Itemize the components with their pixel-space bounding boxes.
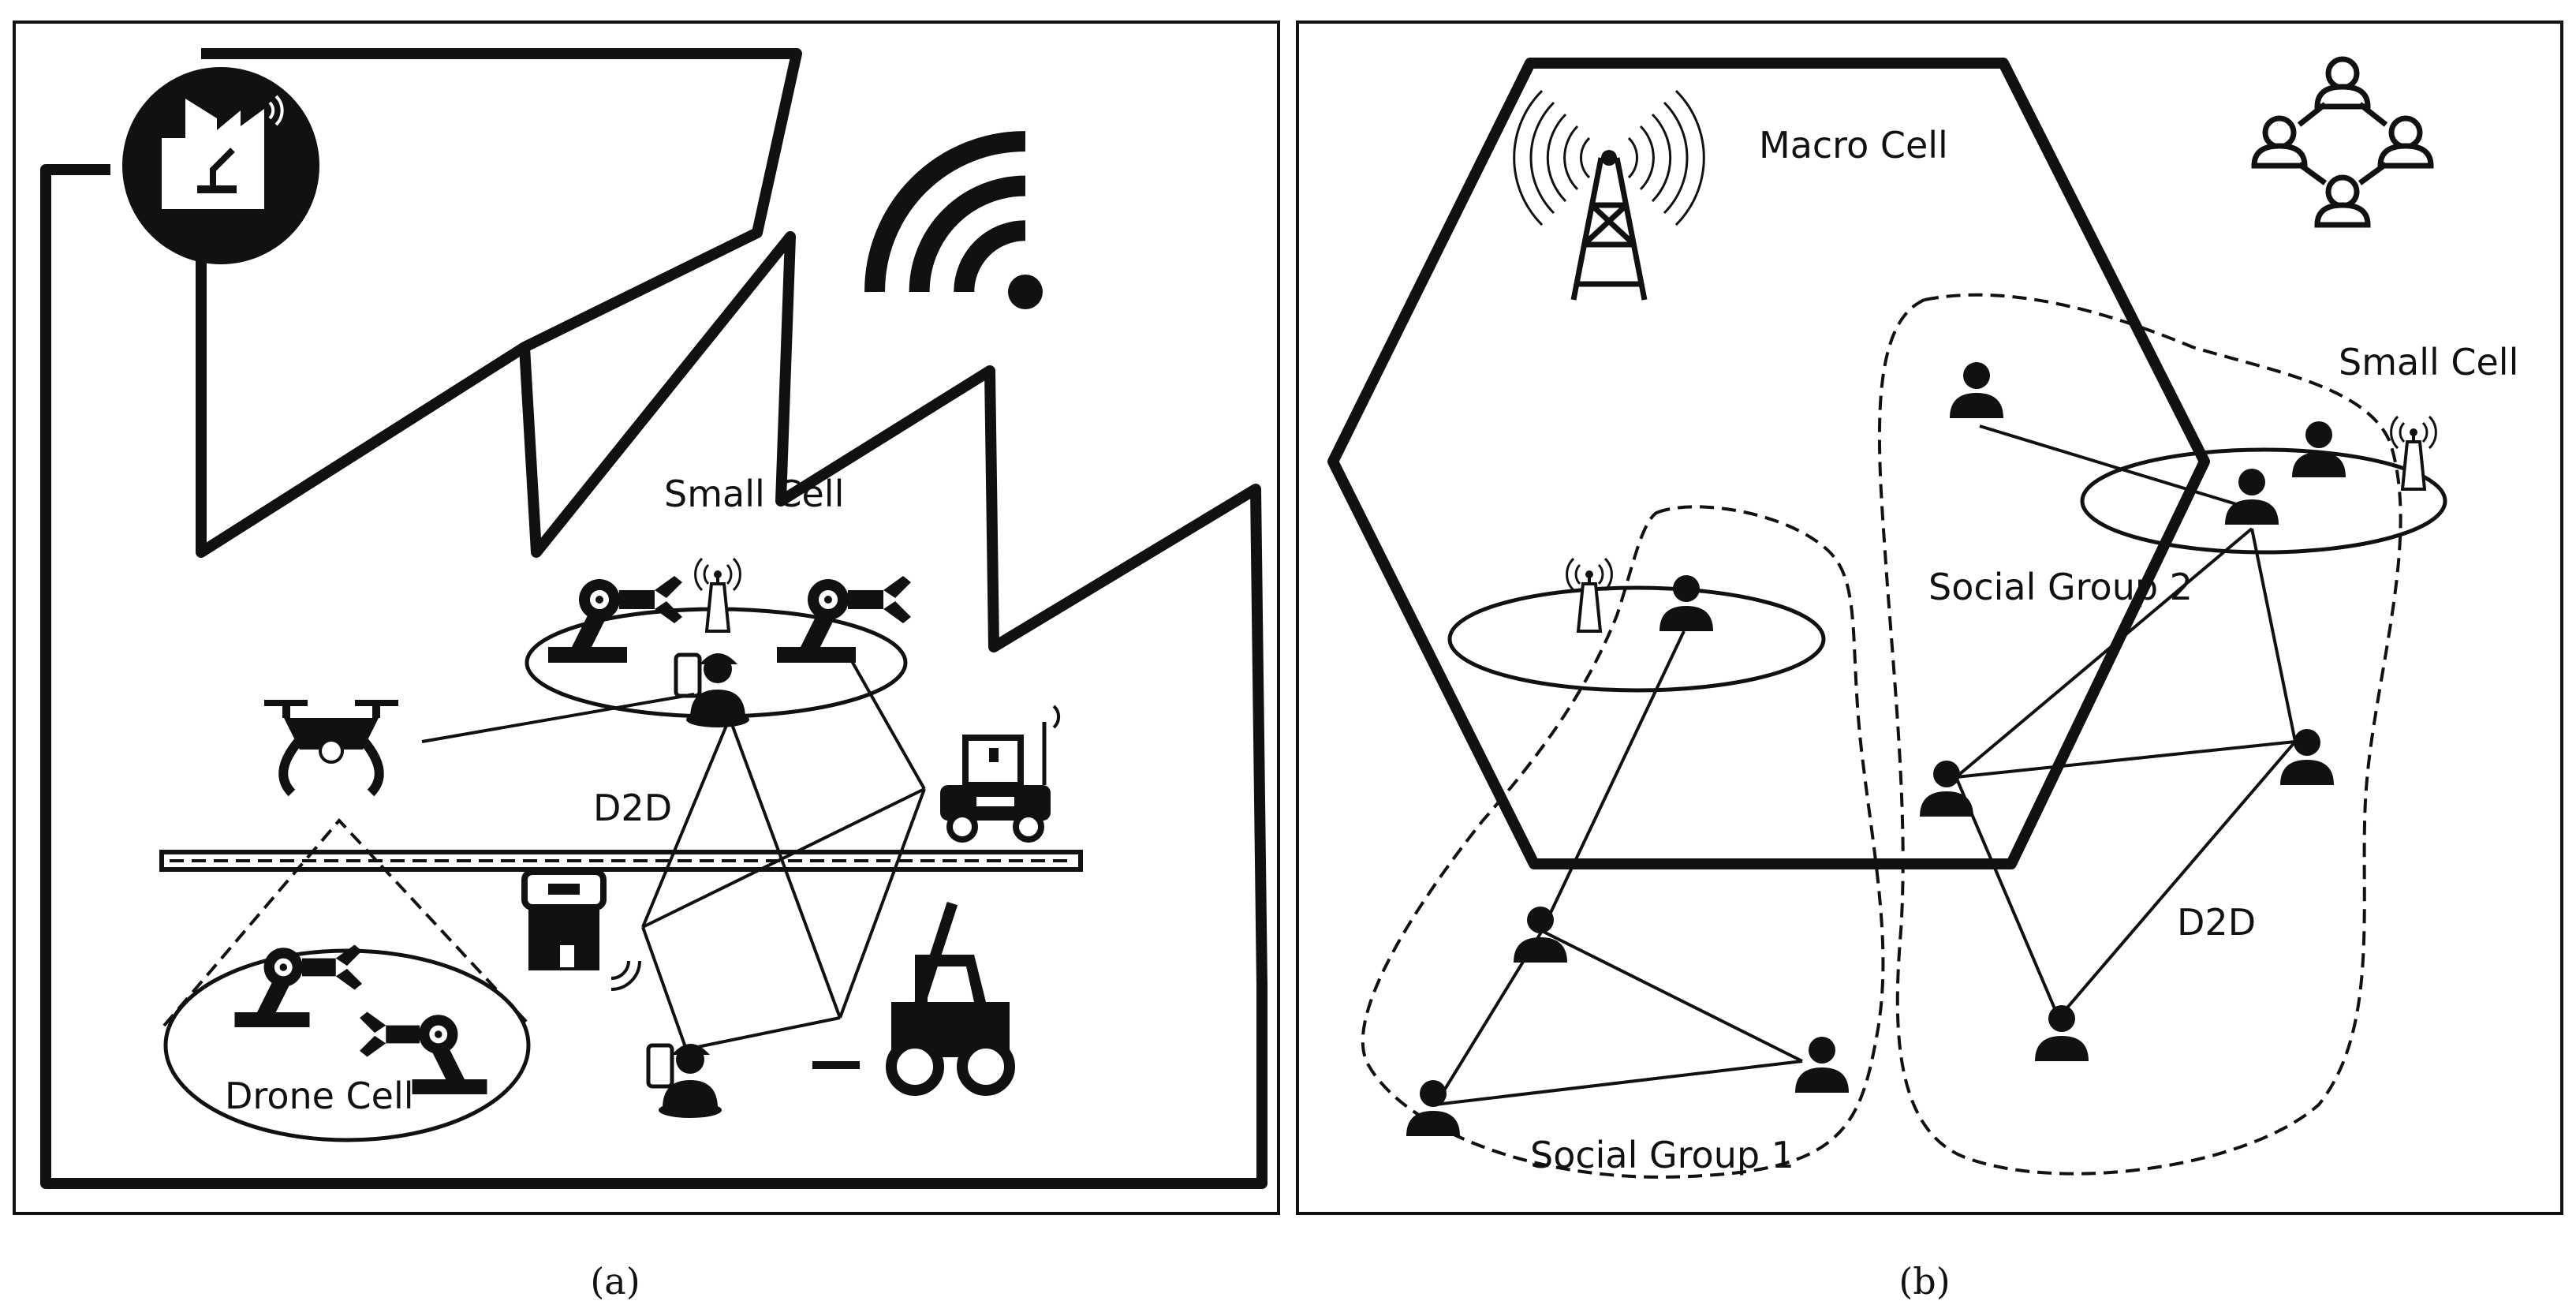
social-group-2-label: Social Group 2	[1928, 566, 2193, 608]
social-group-1-area	[1361, 505, 1885, 1179]
robot-arm-icon	[234, 944, 362, 1027]
delivery-robot-icon	[940, 705, 1061, 843]
person-icon	[1795, 1037, 1849, 1093]
panel-b-frame	[1296, 21, 2563, 1215]
robot-arm-icon	[548, 576, 682, 663]
panel-b-caption: (b)	[1898, 1260, 1950, 1303]
d2d-label: D2D	[593, 787, 672, 829]
person-icon	[1659, 575, 1713, 631]
social-group-2-area	[1877, 293, 2402, 1176]
conveyor-icon	[159, 850, 1083, 872]
panel-a-frame	[13, 21, 1280, 1215]
forklift-icon	[812, 901, 1015, 1096]
person-icon	[2280, 729, 2334, 785]
d2d-links	[421, 660, 926, 1051]
person-icon	[2225, 469, 2279, 525]
antenna-icon	[693, 557, 742, 633]
panel-b: Macro Cell	[1296, 21, 2563, 1303]
person-icon	[2035, 1005, 2089, 1061]
drone-icon	[264, 700, 398, 797]
panel-a: Small Cell	[13, 21, 1280, 1303]
worker-phone-icon	[648, 1044, 722, 1118]
person-icon	[1950, 362, 2003, 418]
small-cell-ellipse-right	[2080, 447, 2447, 555]
antenna-icon	[1565, 557, 1614, 633]
d2d-links	[1434, 424, 2297, 1106]
social-group-1-label: Social Group 1	[1530, 1134, 1794, 1176]
macro-cell-label: Macro Cell	[1759, 124, 1948, 166]
conveyor-robot-icon	[521, 869, 641, 991]
small-cell-label: Small Cell	[2339, 341, 2518, 383]
drone-cell-label: Drone Cell	[225, 1075, 414, 1117]
small-cell-ellipse-left	[1447, 585, 1826, 693]
factory-outline-inner	[196, 260, 528, 558]
d2d-label-b: D2D	[2177, 901, 2256, 944]
social-network-icon	[2251, 56, 2434, 228]
robot-arm-icon	[777, 576, 911, 663]
small-cell-label: Small Cell	[664, 473, 844, 515]
wifi-icon	[864, 131, 1043, 309]
tower-icon	[1513, 89, 1705, 301]
person-icon	[1406, 1080, 1460, 1136]
drone-coverage-cone	[162, 817, 532, 1027]
factory-outline	[40, 48, 1267, 1189]
panel-a-caption: (a)	[590, 1260, 640, 1303]
factory-icon	[122, 67, 319, 264]
macro-cell-hexagon	[1327, 58, 2210, 869]
